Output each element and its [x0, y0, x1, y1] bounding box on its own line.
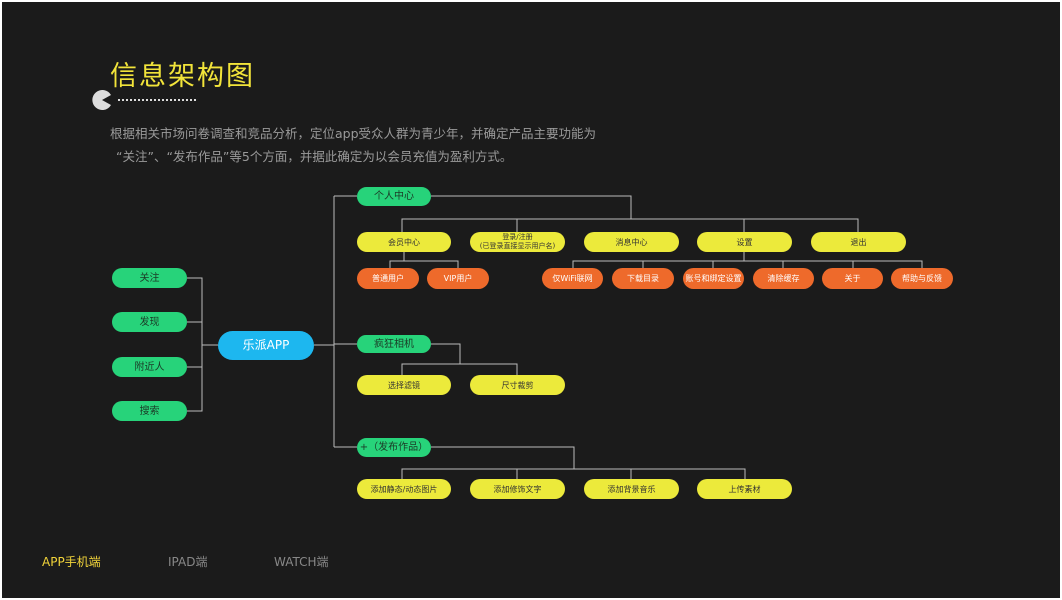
dotted-divider: [118, 99, 196, 101]
node-add-image[interactable]: 添加静态/动态图片: [357, 479, 451, 499]
node-logout[interactable]: 退出: [811, 232, 906, 252]
node-nearby[interactable]: 附近人: [112, 357, 187, 377]
node-publish[interactable]: +（发布作品）: [357, 438, 431, 457]
node-about[interactable]: 关于: [822, 268, 883, 289]
node-clear-cache[interactable]: 清除缓存: [753, 268, 814, 289]
tab-app[interactable]: APP手机端: [42, 555, 101, 569]
description-line: 根据相关市场问卷调查和竞品分析，定位app受众人群为青少年，并确定产品主要功能为: [110, 126, 597, 141]
node-message-center[interactable]: 消息中心: [584, 232, 679, 252]
node-download-dir[interactable]: 下载目录: [612, 268, 674, 289]
node-member-center[interactable]: 会员中心: [357, 232, 451, 252]
node-settings[interactable]: 设置: [697, 232, 792, 252]
node-filter[interactable]: 选择滤镜: [357, 375, 451, 395]
description-line: “关注”、“发布作品”等5个方面，并据此确定为以会员充值为盈利方式。: [116, 149, 513, 164]
node-help-feedback[interactable]: 帮助与反馈: [891, 268, 953, 289]
node-add-music[interactable]: 添加背景音乐: [584, 479, 679, 499]
node-account-binding[interactable]: 账号和绑定设置: [683, 268, 744, 289]
node-crop[interactable]: 尺寸裁剪: [470, 375, 565, 395]
node-root-app[interactable]: 乐派APP: [218, 331, 314, 360]
node-crazy-camera[interactable]: 疯狂相机: [357, 335, 431, 353]
node-wifi-only[interactable]: 仅WiFi联网: [542, 268, 603, 289]
node-search[interactable]: 搜索: [112, 401, 187, 421]
tab-watch[interactable]: WATCH端: [274, 555, 329, 569]
page-title: 信息架构图: [110, 61, 255, 92]
node-add-text[interactable]: 添加修饰文字: [470, 479, 565, 499]
node-personal-center[interactable]: 个人中心: [357, 187, 431, 206]
node-normal-user[interactable]: 普通用户: [357, 268, 419, 289]
description: 根据相关市场问卷调查和竞品分析，定位app受众人群为青少年，并确定产品主要功能为…: [110, 122, 650, 168]
tab-ipad[interactable]: IPAD端: [168, 555, 208, 569]
pacman-icon: [92, 90, 111, 110]
node-follow[interactable]: 关注: [112, 268, 187, 288]
node-vip-user[interactable]: VIP用户: [427, 268, 489, 289]
node-login-register[interactable]: 登录/注册 (已登录直接显示用户名): [470, 232, 565, 252]
node-discover[interactable]: 发现: [112, 312, 187, 332]
node-upload[interactable]: 上传素材: [697, 479, 792, 499]
